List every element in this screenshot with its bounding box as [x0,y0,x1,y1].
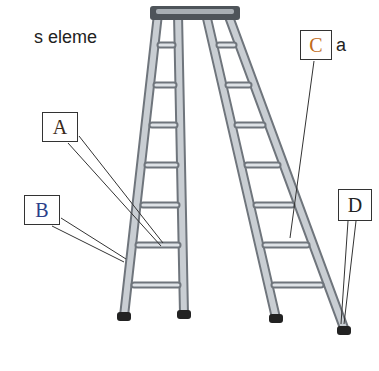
ladder-rung [160,42,173,49]
leader-line [290,61,314,238]
ladder-rung [256,204,292,207]
front-section [117,14,191,321]
ladder-rail [228,14,344,328]
ladder-rung [265,242,307,249]
ladder-rung [156,82,174,89]
rung-face [219,45,321,285]
callout-box: C [300,30,332,60]
rail-outline [124,14,184,316]
ladder-rung [265,244,307,247]
rung-face [134,45,178,285]
ladder-rung [228,84,249,87]
ladder-rung [274,282,321,289]
ladder-rung [156,84,174,87]
leader-line [61,218,126,259]
ladder-rung [152,122,175,129]
ladder-rung [138,244,178,247]
partial-text: s eleme [34,28,97,46]
ladder-rung [228,82,249,89]
ladder-rung [134,282,178,289]
ladder-rung [152,124,175,127]
ladder-rung [247,164,278,167]
ladder-rung [237,124,263,127]
ladder-hinge [156,9,234,14]
ladder-rung [256,202,292,209]
rail-face [206,14,344,328]
ladder-foot [337,326,351,335]
ladder-rung [219,44,234,47]
ladder-rung [147,164,176,167]
callout-letter: A [53,117,67,137]
rail-outline [206,14,344,328]
callout-box: A [42,112,78,142]
ladder-rung [147,162,176,169]
rear-section [206,14,351,335]
ladder-rung [274,284,321,287]
ladder-rung [237,122,263,129]
ladder-foot [117,312,131,321]
ladder-rung [143,202,177,209]
leader-line [52,226,124,262]
leader-lines [52,61,356,324]
ladder-rung [247,162,278,169]
callout-box: B [24,195,60,225]
callout-letter: C [309,35,322,55]
leader-line [341,221,348,324]
rail-face [124,14,184,316]
rung-outline [219,45,321,285]
partial-text: a [336,36,346,54]
ladder-rung [160,44,173,47]
ladder-foot [177,310,191,319]
callout-letter: D [348,195,362,215]
ladder-rail [228,14,344,328]
leader-line [79,136,163,243]
callout-box: D [338,189,372,221]
ladder-foot [269,314,283,323]
callout-letter: B [35,200,48,220]
leader-line [344,221,356,324]
ladder-rung [219,42,234,49]
leader-line [68,143,161,246]
ladder-rung [134,284,178,287]
rung-outline [134,45,178,285]
ladder-hinge [150,6,240,20]
ladder-rung [143,204,177,207]
